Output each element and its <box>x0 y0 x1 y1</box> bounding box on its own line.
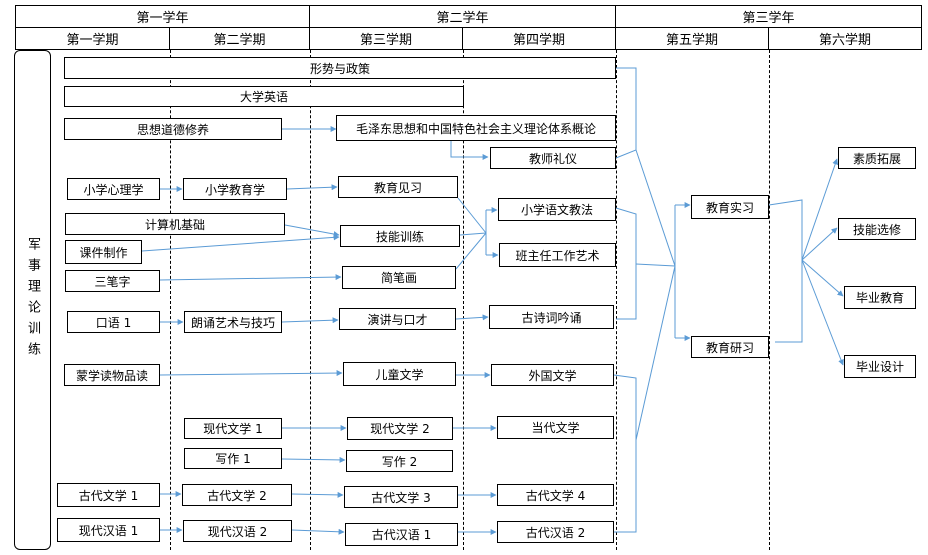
course-kouyu: 口语 1 <box>67 311 160 333</box>
course-waiguo: 外国文学 <box>491 364 614 386</box>
course-ertong: 儿童文学 <box>343 362 456 386</box>
semester-6-header: 第六学期 <box>769 28 922 50</box>
course-jianbihua: 简笔画 <box>342 266 456 289</box>
course-dangdai: 当代文学 <box>497 416 614 439</box>
course-gudai-wx3: 古代文学 3 <box>344 486 458 508</box>
course-jiaoshi-liyi: 教师礼仪 <box>490 147 616 169</box>
course-xiandai-hy2: 现代汉语 2 <box>183 520 292 542</box>
year-2-header: 第二学年 <box>310 5 616 28</box>
course-jiaoyu-shixi: 教育实习 <box>691 195 769 219</box>
course-gushici: 古诗词吟诵 <box>489 305 614 329</box>
course-xiandai-wx1: 现代文学 1 <box>184 418 282 439</box>
military-training: 军事理论训练 <box>14 50 51 550</box>
course-sanbizi: 三笔字 <box>65 270 160 292</box>
course-xiaoxue-yuwen: 小学语文教法 <box>498 198 616 221</box>
year-3-header: 第三学年 <box>616 5 922 28</box>
course-langsong: 朗诵艺术与技巧 <box>184 311 282 333</box>
course-jiaoyu-yanxiu: 教育研习 <box>691 336 769 358</box>
course-yanjiang: 演讲与口才 <box>339 308 456 330</box>
course-sixiang: 思想道德修养 <box>64 118 282 140</box>
course-biye-sheji: 毕业设计 <box>844 355 916 378</box>
course-xiezuo2: 写作 2 <box>346 450 453 472</box>
course-yingyu: 大学英语 <box>64 86 464 107</box>
course-maogai: 毛泽东思想和中国特色社会主义理论体系概论 <box>336 115 616 141</box>
course-xiaoxue-jiaoyu: 小学教育学 <box>183 178 287 200</box>
semester-5-header: 第五学期 <box>616 28 769 50</box>
course-mengxue: 蒙学读物品读 <box>64 364 160 386</box>
course-biye-jiaoyu: 毕业教育 <box>844 286 916 309</box>
course-jineng-xuanxiu: 技能选修 <box>838 218 916 240</box>
course-kejian: 课件制作 <box>65 240 142 264</box>
semester-2-header: 第二学期 <box>170 28 310 50</box>
course-suzhi: 素质拓展 <box>838 147 916 169</box>
course-banzhuren: 班主任工作艺术 <box>499 243 616 267</box>
semester-4-header: 第四学期 <box>463 28 616 50</box>
course-gudai-wx2: 古代文学 2 <box>182 484 292 506</box>
course-xiaoxue-xinli: 小学心理学 <box>67 178 160 200</box>
course-xingshi: 形势与政策 <box>64 57 616 79</box>
divider-s2-s3 <box>310 50 311 550</box>
course-gudai-hy2: 古代汉语 2 <box>497 521 614 543</box>
course-xiandai-wx2: 现代文学 2 <box>347 417 453 440</box>
course-gudai-wx1: 古代文学 1 <box>57 483 160 507</box>
year-1-header: 第一学年 <box>15 5 310 28</box>
semester-1-header: 第一学期 <box>15 28 170 50</box>
course-jineng-xunlian: 技能训练 <box>340 225 460 247</box>
course-jisuanji: 计算机基础 <box>65 213 285 235</box>
course-gudai-wx4: 古代文学 4 <box>497 484 614 506</box>
course-xiandai-hy1: 现代汉语 1 <box>57 518 160 542</box>
divider-s5-s6 <box>769 50 770 550</box>
course-jiaoyu-jianxi: 教育见习 <box>338 176 458 198</box>
course-gudai-hy1: 古代汉语 1 <box>345 523 458 546</box>
divider-s4-s5 <box>616 50 617 550</box>
semester-3-header: 第三学期 <box>310 28 463 50</box>
divider-s1-s2 <box>170 50 171 550</box>
course-xiezuo1: 写作 1 <box>184 448 282 469</box>
divider-s3-s4 <box>463 50 464 550</box>
